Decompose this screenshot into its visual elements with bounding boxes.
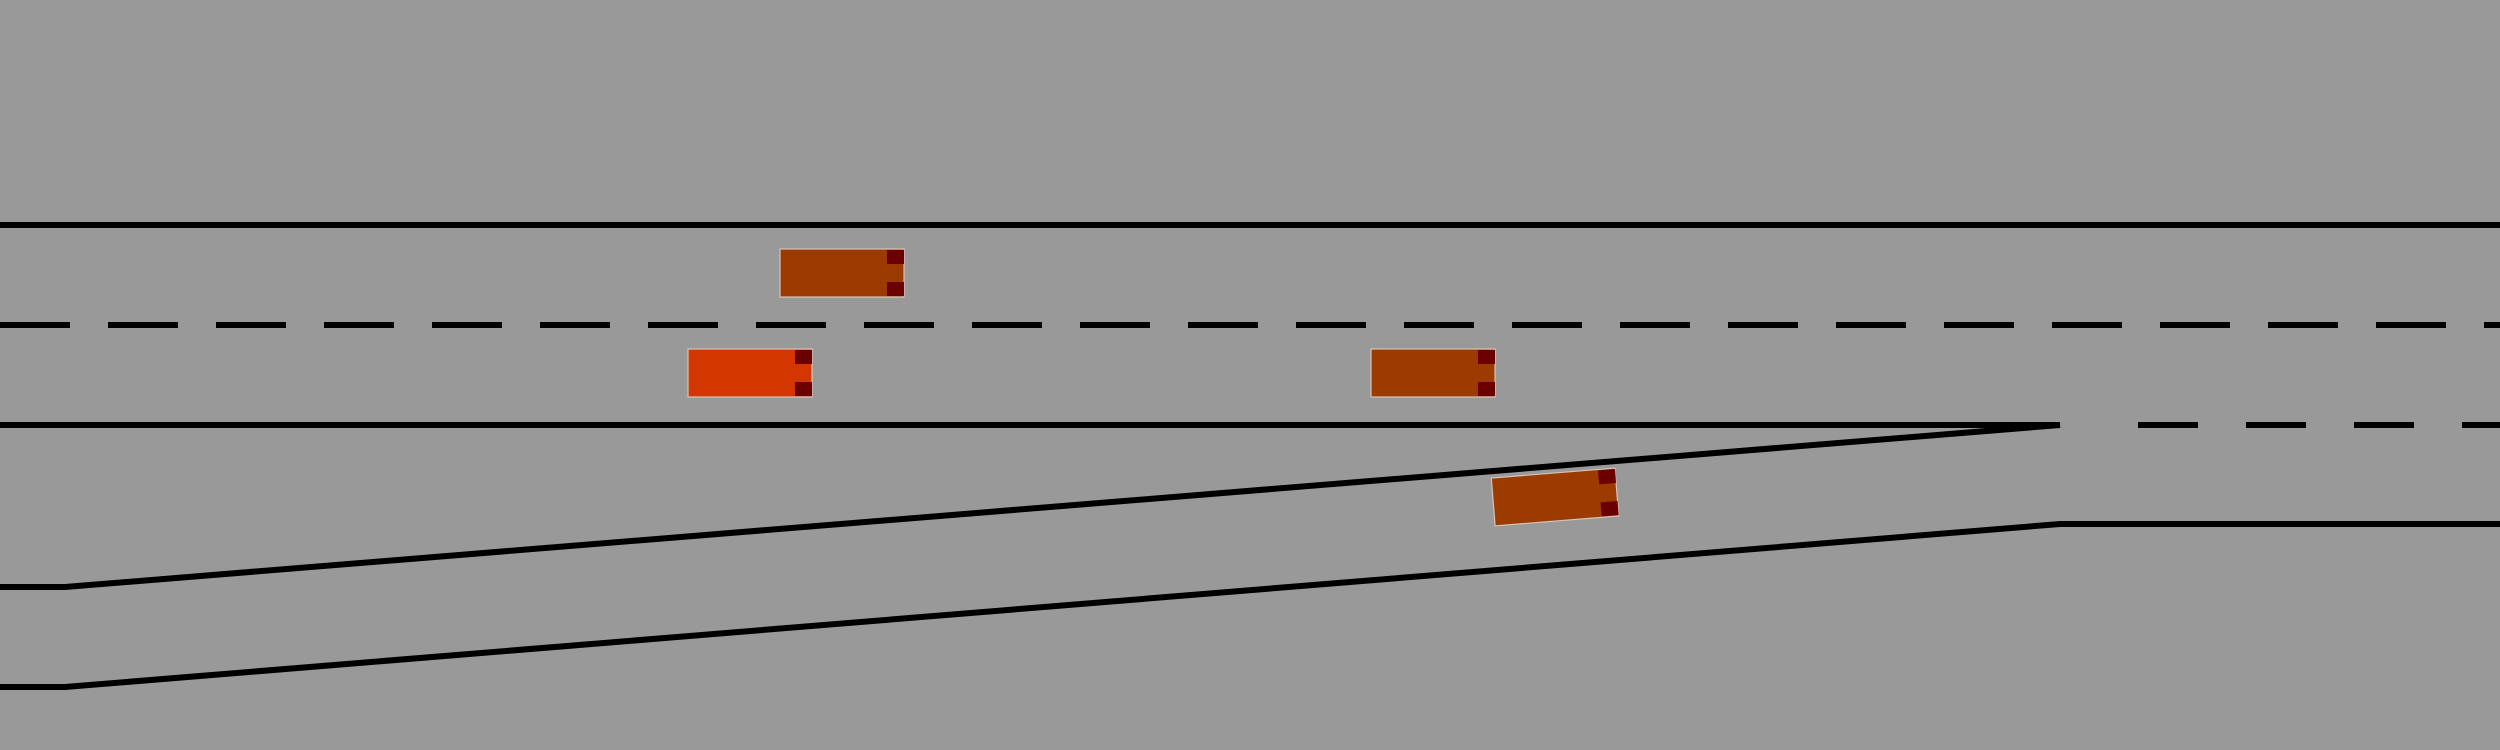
vehicle-top-lane-body xyxy=(779,248,905,298)
vehicle-on-ramp-body xyxy=(1490,467,1620,527)
vehicle-on-ramp-tail-light-lower xyxy=(1600,500,1619,517)
vehicle-top-lane-tail-light-upper xyxy=(887,250,904,264)
vehicle-ego xyxy=(687,348,813,398)
vehicle-middle-lane-body xyxy=(1370,348,1496,398)
vehicle-ego-body xyxy=(687,348,813,398)
vehicle-middle-lane-tail-light-lower xyxy=(1478,382,1495,396)
vehicle-middle-lane xyxy=(1370,348,1496,398)
vehicle-ego-tail-light-lower xyxy=(795,382,812,396)
ramp-line-lower xyxy=(0,521,2500,690)
vehicle-middle-lane-tail-light-upper xyxy=(1478,350,1495,364)
lane-markings xyxy=(0,222,2500,690)
ramp-line-upper xyxy=(0,422,2061,590)
vehicle-on-ramp xyxy=(1490,467,1620,527)
vehicle-top-lane xyxy=(779,248,905,298)
vehicle-top-lane-tail-light-lower xyxy=(887,282,904,296)
vehicle-ego-tail-light-upper xyxy=(795,350,812,364)
vehicle-on-ramp-tail-light-upper xyxy=(1598,469,1617,485)
